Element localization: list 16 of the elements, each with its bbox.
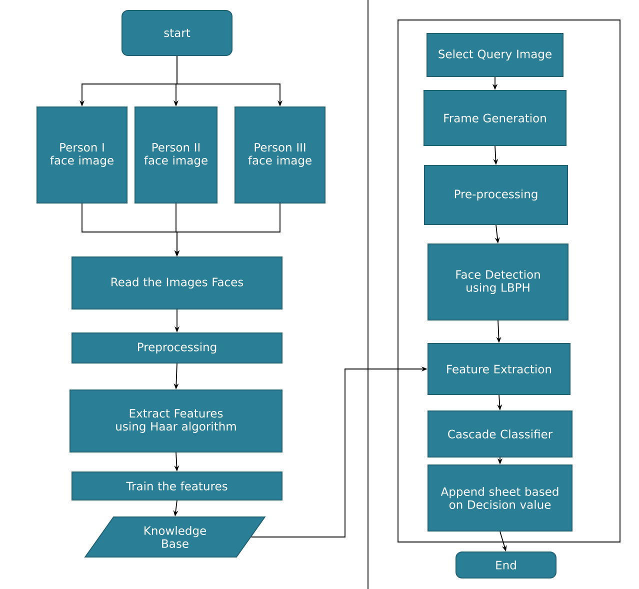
process-box: Person I face image <box>36 106 128 204</box>
end-terminal: End <box>456 552 556 578</box>
process-box: Train the features <box>72 472 282 500</box>
process-box: Face Detection using LBPH <box>428 244 568 320</box>
process-box: Preprocessing <box>72 332 282 364</box>
start-terminal: start <box>122 10 232 56</box>
process-box: Person III face image <box>234 106 326 204</box>
process-box: Append sheet based on Decision value <box>428 464 572 532</box>
process-box: Extract Features using Haar algorithm <box>70 390 282 452</box>
process-box: Person II face image <box>134 106 218 204</box>
process-box: Select Query Image <box>426 33 564 77</box>
process-box: Read the Images Faces <box>72 256 282 310</box>
process-box: Pre-processing <box>424 165 568 225</box>
process-box: Cascade Classifier <box>428 410 572 458</box>
process-box: Frame Generation <box>424 90 566 146</box>
process-box: Feature Extraction <box>428 343 570 395</box>
